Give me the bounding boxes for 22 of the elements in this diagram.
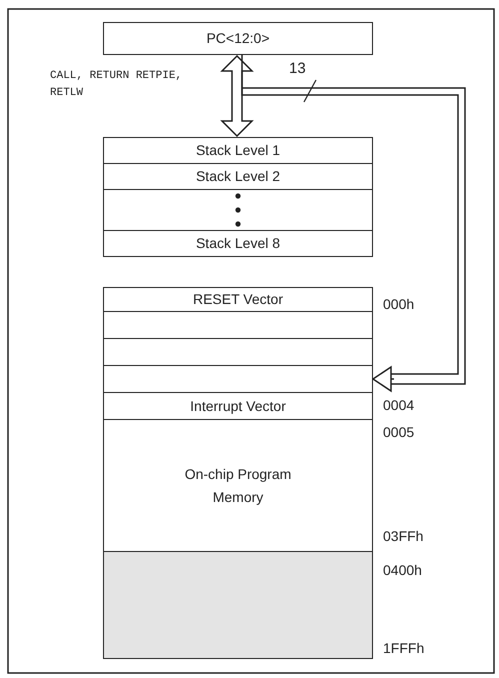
address-label: 1FFFh [383,640,424,656]
address-label: 000h [383,296,414,312]
memory-row: Interrupt Vector [103,392,373,420]
address-label: 0005 [383,424,414,440]
unimplemented-memory-region [103,551,373,659]
bus-arrow [241,54,466,392]
address-label: 0004 [383,397,414,413]
memory-row [103,338,373,366]
address-label: 0400h [383,562,422,578]
stack-level-row: Stack Level 8 [103,230,373,257]
stack-level-row: Stack Level 1 [103,137,373,164]
memory-row [103,311,373,339]
memory-region: On-chip Program Memory [103,419,373,552]
address-label: 03FFh [383,528,424,544]
memory-row: RESET Vector [103,287,373,312]
instruction-note: CALL, RETURN RETPIE, RETLW [50,69,184,100]
stack-level-row: Stack Level 2 [103,163,373,190]
double-bus-arrow [220,54,254,138]
stack-level-row [103,189,373,231]
edge-label: 13 [289,60,306,77]
memory-row [103,365,373,393]
register-box: PC<12:0> [103,22,373,55]
